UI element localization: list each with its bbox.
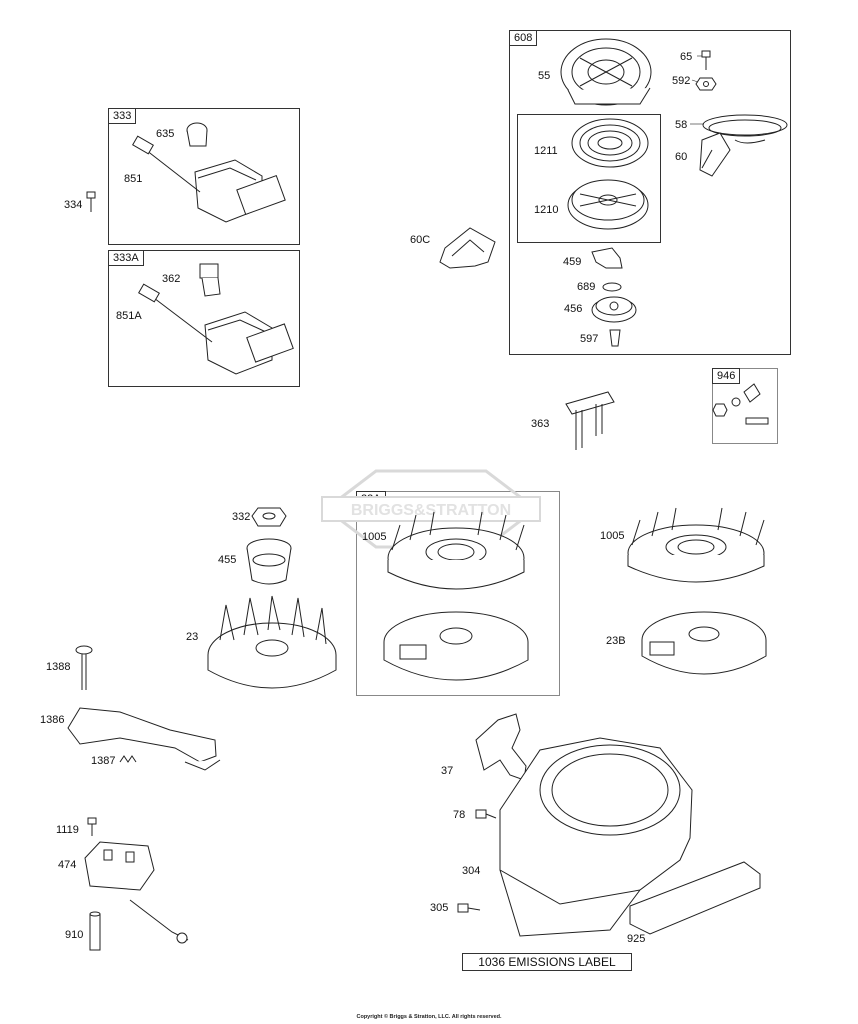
- retainer-icon: [591, 296, 637, 323]
- callout-58[interactable]: 58: [675, 119, 688, 131]
- spring-1387-icon: [119, 755, 137, 763]
- assembly-box-23A: [356, 491, 560, 696]
- callout-332[interactable]: 332: [232, 511, 251, 523]
- starter-handle-icon: [699, 132, 731, 177]
- assembly-tag-333A[interactable]: 333A: [108, 250, 144, 266]
- assembly-box-946: [712, 368, 778, 444]
- callout-304[interactable]: 304: [462, 865, 481, 877]
- callout-689[interactable]: 689: [577, 281, 596, 293]
- bolt-1388-icon: [75, 645, 93, 690]
- rewind-spring-icon: [571, 118, 649, 168]
- callout-23B[interactable]: 23B: [606, 635, 626, 647]
- blower-housing-icon: [499, 737, 693, 937]
- callout-37[interactable]: 37: [441, 765, 454, 777]
- callout-910[interactable]: 910: [65, 929, 84, 941]
- rewind-pulley-icon: [567, 179, 649, 230]
- callout-362[interactable]: 362: [162, 273, 181, 285]
- callout-1005-23A[interactable]: 1005: [362, 531, 387, 543]
- flywheel-icon: [207, 595, 337, 689]
- watermark-text: BRIGGS&STRATTON: [351, 502, 511, 519]
- starter-cup-icon: [246, 538, 292, 585]
- fan-1005-inside-icon: [387, 511, 525, 590]
- assembly-box-333A: [108, 250, 300, 387]
- pawl-icon: [591, 247, 623, 269]
- assembly-tag-333[interactable]: 333: [108, 108, 137, 124]
- callout-1387[interactable]: 1387: [91, 755, 116, 767]
- spark-plug-boot-icon: [186, 122, 208, 147]
- nut-icon: [695, 77, 717, 91]
- clip-icon: [602, 282, 622, 292]
- callout-23[interactable]: 23: [186, 631, 199, 643]
- callout-55[interactable]: 55: [538, 70, 551, 82]
- callout-305[interactable]: 305: [430, 902, 449, 914]
- alternator-module-icon: [84, 841, 189, 944]
- screw-305-icon: [457, 903, 481, 913]
- bracket-363-icon: [565, 391, 615, 450]
- starter-rope-icon: [702, 114, 788, 144]
- callout-456[interactable]: 456: [564, 303, 583, 315]
- callout-334[interactable]: 334: [64, 199, 83, 211]
- callout-474[interactable]: 474: [58, 859, 77, 871]
- ignition-armature-icon: [132, 135, 286, 223]
- callout-78[interactable]: 78: [453, 809, 466, 821]
- briggs-stratton-watermark-icon: BRIGGS&STRATTON: [321, 469, 541, 549]
- flywheel-23B-icon: [641, 611, 767, 675]
- handle-60C-icon: [439, 227, 496, 269]
- callout-1386[interactable]: 1386: [40, 714, 65, 726]
- callout-851A[interactable]: 851A: [116, 310, 142, 322]
- callout-1005[interactable]: 1005: [600, 530, 625, 542]
- callout-1210[interactable]: 1210: [534, 204, 559, 216]
- governor-bracket-icon: [67, 707, 221, 771]
- ignition-armature-A-icon: [138, 283, 294, 375]
- emissions-label-box[interactable]: 1036 EMISSIONS LABEL: [462, 953, 632, 971]
- cover-925-icon: [629, 861, 761, 935]
- callout-1388[interactable]: 1388: [46, 661, 71, 673]
- flywheel-23A-icon: [383, 611, 529, 681]
- rewind-housing-icon: [560, 38, 652, 106]
- callout-1119[interactable]: 1119: [56, 824, 79, 836]
- copyright-footer: Copyright © Briggs & Stratton, LLC. All …: [356, 1014, 502, 1020]
- callout-1211[interactable]: 1211: [534, 145, 558, 157]
- callout-363[interactable]: 363: [531, 418, 550, 430]
- flywheel-nut-icon: [251, 507, 287, 527]
- assembly-box-608: [509, 30, 791, 355]
- callout-65[interactable]: 65: [680, 51, 693, 63]
- assembly-box-333: [108, 108, 300, 245]
- callout-60C[interactable]: 60C: [410, 234, 431, 246]
- callout-60[interactable]: 60: [675, 151, 688, 163]
- subassembly-box-rewind: [517, 114, 661, 243]
- assembly-tag-946[interactable]: 946: [712, 368, 741, 384]
- screw-78-icon: [475, 809, 497, 819]
- assembly-tag-608[interactable]: 608: [509, 30, 538, 46]
- screw-1119-icon: [87, 817, 97, 836]
- callout-925[interactable]: 925: [627, 933, 646, 945]
- cone-screw-icon: [609, 329, 621, 347]
- spark-plug-boot-A-icon: [199, 263, 221, 297]
- callout-597[interactable]: 597: [580, 333, 599, 345]
- callout-459[interactable]: 459: [563, 256, 582, 268]
- spacer-910-icon: [89, 911, 101, 951]
- shield-37-icon: [475, 713, 527, 781]
- fan-1005-icon: [627, 507, 765, 583]
- hardware-kit-icon: [712, 383, 769, 425]
- callout-592[interactable]: 592: [672, 75, 691, 87]
- screw-334-icon: [86, 191, 96, 212]
- callout-851[interactable]: 851: [124, 173, 143, 185]
- callout-455[interactable]: 455: [218, 554, 237, 566]
- callout-635[interactable]: 635: [156, 128, 175, 140]
- screw-icon: [701, 50, 711, 70]
